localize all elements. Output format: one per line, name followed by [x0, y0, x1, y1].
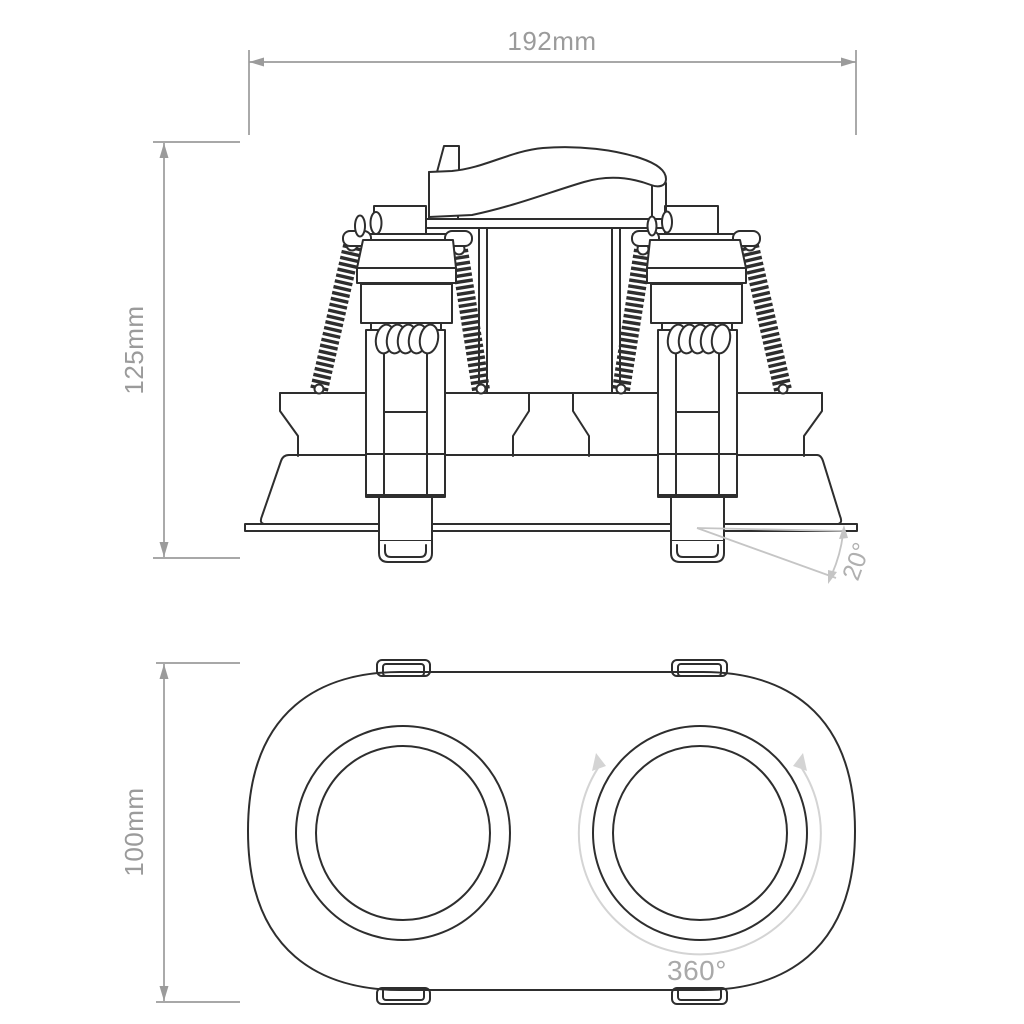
right-lamp-head: [631, 205, 761, 331]
plan-height-dimension: [156, 662, 240, 1003]
height-dimension: [153, 141, 240, 559]
side-elevation-view: [244, 145, 858, 563]
tilt-angle-annotation: [696, 525, 848, 584]
rotation-angle-label: 360°: [667, 955, 727, 986]
plan-view: [247, 659, 856, 1005]
width-dimension-label: 192mm: [507, 26, 596, 56]
height-dimension-label: 125mm: [119, 305, 149, 394]
plan-height-dimension-label: 100mm: [119, 787, 149, 876]
left-clip: [378, 496, 433, 563]
right-yoke: [657, 329, 738, 498]
width-dimension: [248, 50, 857, 135]
right-clip: [670, 496, 725, 563]
cable-assembly: [428, 145, 667, 220]
left-yoke: [365, 329, 446, 498]
